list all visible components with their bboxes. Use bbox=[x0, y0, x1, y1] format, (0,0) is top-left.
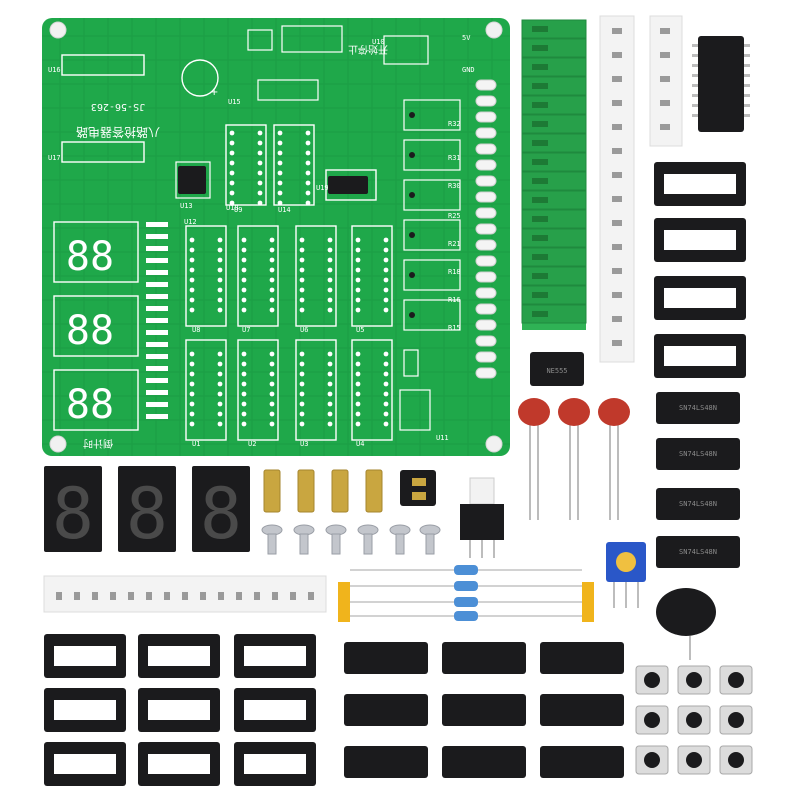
svg-text:U13: U13 bbox=[180, 202, 193, 210]
pcb-resistor-footprints bbox=[146, 222, 168, 419]
pcb-model-label: JS-56-263 bbox=[91, 101, 145, 112]
trimmer-potentiometer bbox=[606, 542, 646, 608]
svg-text:U3: U3 bbox=[300, 440, 308, 448]
svg-text:SN74LS48N: SN74LS48N bbox=[679, 548, 717, 556]
svg-text:U7: U7 bbox=[242, 326, 250, 334]
svg-text:R32: R32 bbox=[448, 120, 461, 128]
pcb-terminal-pads bbox=[475, 79, 497, 379]
svg-text:5V: 5V bbox=[462, 34, 471, 42]
svg-text:U15: U15 bbox=[228, 98, 241, 106]
terminal-block-strip bbox=[521, 19, 587, 330]
svg-text:U1: U1 bbox=[192, 440, 200, 448]
through-hole-resistors bbox=[338, 565, 594, 622]
svg-text:U8: U8 bbox=[192, 326, 200, 334]
screws bbox=[261, 524, 441, 555]
pcb-board: JS-56-263 八路抢答器电路 开始停止 倒计时 + 88 88 88 bbox=[0, 0, 510, 456]
hex-standoffs bbox=[263, 469, 383, 513]
mounting-hole bbox=[49, 21, 67, 39]
smd-ic-chip bbox=[692, 36, 750, 132]
pcb-countdown-label: 倒计时 bbox=[83, 437, 113, 450]
svg-text:+: + bbox=[210, 87, 218, 98]
svg-text:88: 88 bbox=[66, 308, 114, 354]
small-dip8-chip: NE555 bbox=[530, 352, 584, 386]
svg-text:SN74LS48N: SN74LS48N bbox=[679, 500, 717, 508]
push-switch bbox=[460, 477, 504, 558]
svg-text:8: 8 bbox=[200, 473, 242, 555]
pcb-pads bbox=[0, 0, 389, 427]
svg-text:R31: R31 bbox=[448, 154, 461, 162]
svg-text:8: 8 bbox=[52, 473, 94, 555]
smd-tape-vertical-long bbox=[599, 15, 635, 363]
svg-text:88: 88 bbox=[66, 234, 114, 280]
svg-text:GND: GND bbox=[462, 66, 475, 74]
dip-ics-bottom bbox=[344, 642, 624, 778]
svg-text:SN74LS48N: SN74LS48N bbox=[679, 450, 717, 458]
svg-text:U12: U12 bbox=[184, 218, 197, 226]
ceramic-capacitors bbox=[518, 398, 630, 520]
mounting-hole bbox=[485, 21, 503, 39]
svg-text:SN74LS48N: SN74LS48N bbox=[679, 404, 717, 412]
svg-text:U19: U19 bbox=[316, 184, 329, 192]
svg-text:R18: R18 bbox=[448, 268, 461, 276]
pcb-switch-footprints bbox=[399, 99, 461, 431]
pcb-start-stop-label: 开始停止 bbox=[348, 43, 388, 56]
svg-text:U17: U17 bbox=[48, 154, 61, 162]
svg-text:R25: R25 bbox=[448, 212, 461, 220]
svg-text:U14: U14 bbox=[278, 206, 291, 214]
svg-text:U9: U9 bbox=[234, 206, 242, 214]
svg-text:NE555: NE555 bbox=[546, 367, 567, 375]
ic-sockets-right bbox=[654, 162, 746, 378]
svg-text:R15: R15 bbox=[448, 324, 461, 332]
svg-text:U18: U18 bbox=[226, 204, 239, 212]
pcb-designator-labels: U16 U17 U15 U18 U19 U14 U13 U12 U9 U8 U7… bbox=[48, 34, 475, 448]
svg-text:U4: U4 bbox=[356, 440, 364, 448]
pcb-title-label: 八路抢答器电路 bbox=[76, 125, 160, 140]
svg-text:U11: U11 bbox=[436, 434, 449, 442]
buzzer bbox=[656, 588, 716, 660]
pcb-ic-footprints bbox=[185, 124, 393, 441]
smd-tape-horizontal bbox=[43, 575, 327, 613]
svg-text:U16: U16 bbox=[48, 66, 61, 74]
dip-ics-right: SN74LS48N SN74LS48N SN74LS48N SN74LS48N bbox=[656, 392, 740, 568]
mini-connector bbox=[400, 470, 436, 506]
mounting-hole bbox=[485, 435, 503, 453]
mounting-hole bbox=[49, 435, 67, 453]
ic-sockets-bottom bbox=[44, 634, 316, 786]
svg-text:R21: R21 bbox=[448, 240, 461, 248]
svg-text:R30: R30 bbox=[448, 182, 461, 190]
tactile-switches bbox=[635, 665, 753, 775]
seven-segment-displays: 8 8 8 bbox=[44, 466, 250, 555]
smd-tape-vertical-short bbox=[649, 15, 683, 147]
svg-text:8: 8 bbox=[126, 473, 168, 555]
svg-text:U2: U2 bbox=[248, 440, 256, 448]
svg-text:U6: U6 bbox=[300, 326, 308, 334]
svg-text:88: 88 bbox=[66, 382, 114, 428]
svg-text:R16: R16 bbox=[448, 296, 461, 304]
pcb-display-footprints bbox=[53, 221, 139, 431]
svg-text:U10: U10 bbox=[372, 38, 385, 46]
svg-text:U5: U5 bbox=[356, 326, 364, 334]
electrolytic-cap-outline bbox=[181, 59, 219, 97]
